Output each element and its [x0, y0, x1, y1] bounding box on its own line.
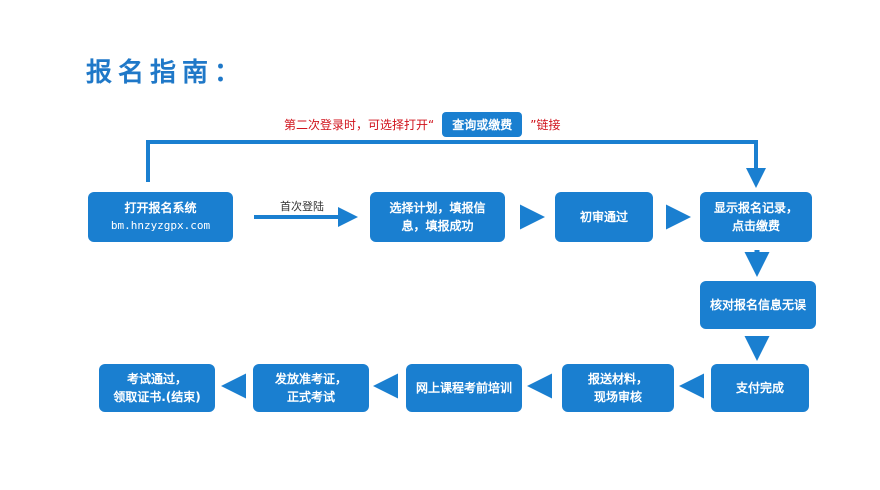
node-initial-review: 初审通过	[555, 192, 653, 242]
node-issue-ticket-line1: 发放准考证，	[274, 372, 347, 386]
return-loop-arrow	[146, 140, 766, 188]
node-pass-exam: 考试通过， 领取证书.(结束)	[99, 364, 215, 412]
node-payment-label: 支付完成	[735, 381, 784, 395]
node-verify-info: 核对报名信息无误	[700, 281, 816, 329]
return-visit-note: 第二次登录时，可选择打开“ 查询或缴费 ”链接	[284, 110, 560, 138]
node-open-system: 打开报名系统 bm.hnzyzgpx.com	[88, 192, 233, 242]
node-select-plan-line1: 选择计划，填报信	[389, 201, 486, 215]
node-show-record-line2: 点击缴费	[731, 219, 780, 233]
node-select-plan: 选择计划，填报信 息，填报成功	[370, 192, 505, 242]
node-payment: 支付完成	[711, 364, 809, 412]
node-initial-review-label: 初审通过	[579, 210, 628, 224]
node-submit-materials-line1: 报送材料，	[587, 372, 648, 386]
node-open-system-title: 打开报名系统	[124, 201, 197, 215]
node-show-record: 显示报名记录， 点击缴费	[700, 192, 812, 242]
node-online-training-label: 网上课程考前培训	[415, 381, 512, 395]
node-open-system-url: bm.hnzyzgpx.com	[110, 219, 211, 232]
page-title: 报名指南：	[86, 58, 247, 88]
node-submit-materials: 报送材料， 现场审核	[562, 364, 674, 412]
note-text-after: ”链接	[530, 117, 561, 132]
node-pass-exam-line1: 考试通过，	[126, 372, 187, 386]
node-verify-info-label: 核对报名信息无误	[709, 298, 806, 312]
first-login-label: 首次登陆	[280, 200, 324, 213]
node-pass-exam-line2: 领取证书.(结束)	[113, 390, 201, 404]
node-select-plan-line2: 息，填报成功	[401, 219, 474, 233]
node-issue-ticket-line2: 正式考试	[286, 390, 335, 404]
node-issue-ticket: 发放准考证， 正式考试	[253, 364, 369, 412]
node-online-training: 网上课程考前培训	[406, 364, 522, 412]
node-submit-materials-line2: 现场审核	[593, 390, 642, 404]
query-or-pay-button[interactable]: 查询或缴费	[442, 111, 523, 137]
node-show-record-line1: 显示报名记录，	[713, 201, 798, 215]
note-text-before: 第二次登录时，可选择打开“	[284, 117, 435, 132]
